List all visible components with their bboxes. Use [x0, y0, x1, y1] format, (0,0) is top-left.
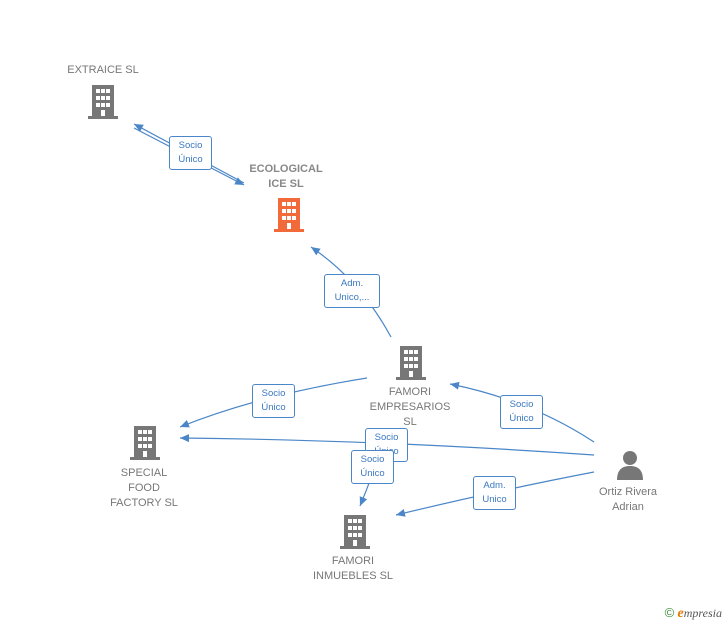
- empresia-logo: © empresia: [665, 605, 722, 622]
- edge-label-socio-unico-extraice[interactable]: Socio Único: [169, 136, 212, 170]
- brand-rest: mpresia: [683, 606, 722, 620]
- node-label-famori-inm[interactable]: FAMORI INMUEBLES SL: [312, 555, 394, 582]
- edge-label-socio-unico-ortiz-famori-emp[interactable]: Socio Único: [500, 395, 543, 429]
- node-label-special-food[interactable]: SPECIAL FOOD FACTORY SL: [110, 467, 178, 509]
- node-label-famori-emp[interactable]: FAMORI EMPRESARIOS SL: [369, 386, 451, 428]
- node-label-extraice[interactable]: EXTRAICE SL: [67, 64, 139, 76]
- edge-label-socio-unico-special-food[interactable]: Socio Único: [252, 384, 295, 418]
- famori-inm-building-icon[interactable]: [340, 515, 370, 549]
- edge-label-adm-unico-famori-inm[interactable]: Adm. Unico: [473, 476, 516, 510]
- ecological-building-icon[interactable]: [274, 198, 304, 232]
- copyright-symbol: ©: [664, 605, 675, 620]
- node-label-ecological[interactable]: ECOLOGICAL ICE SL: [249, 163, 323, 190]
- edge-label-socio-unico-famori-inm[interactable]: Socio Único: [351, 450, 394, 484]
- extraice-building-icon[interactable]: [88, 85, 118, 119]
- brand-initial: e: [677, 606, 684, 621]
- ortiz-person-icon[interactable]: [617, 451, 643, 480]
- edge-label-adm-unico-ecological[interactable]: Adm. Unico,...: [324, 274, 380, 308]
- node-label-ortiz[interactable]: Ortiz Rivera Adrian: [598, 486, 658, 513]
- special-food-building-icon[interactable]: [130, 426, 160, 460]
- famori-emp-building-icon[interactable]: [396, 346, 426, 380]
